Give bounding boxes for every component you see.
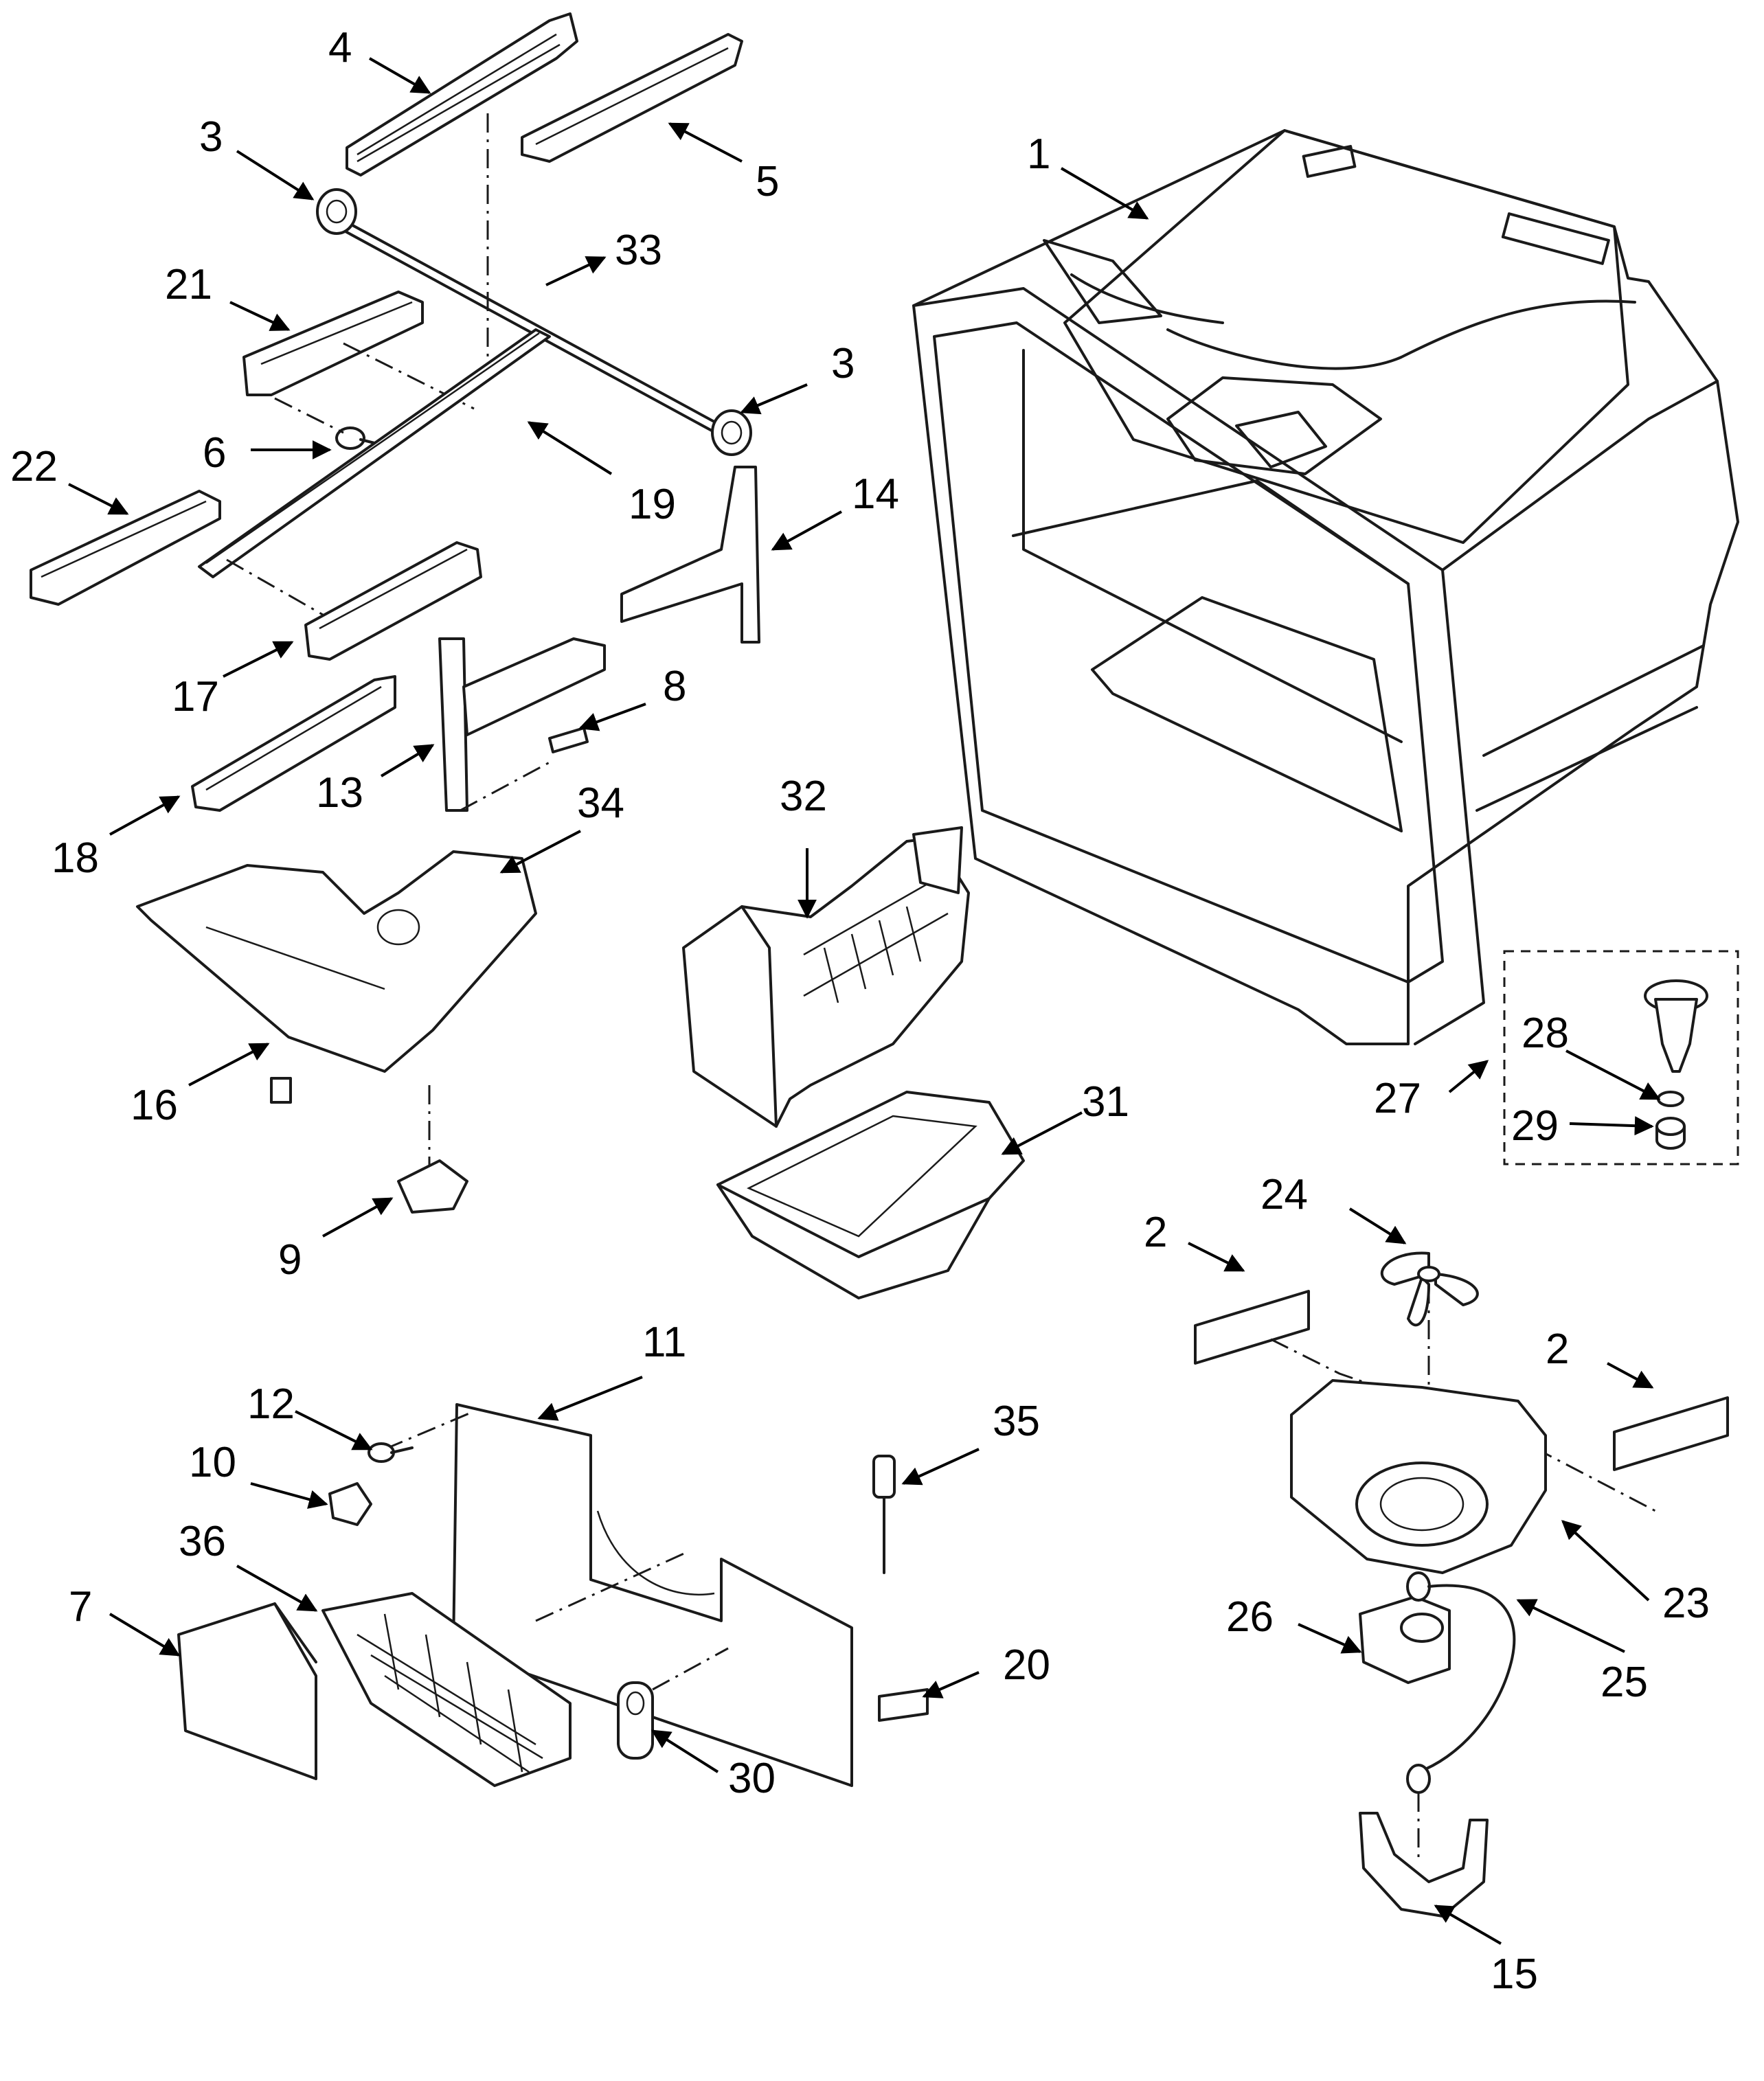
callout-30: 30 <box>728 1755 776 1802</box>
part-32-icemaker <box>682 826 970 1128</box>
part-34-shelf <box>136 850 537 1073</box>
part-5-track <box>521 33 743 163</box>
callout-12: 12 <box>247 1380 295 1428</box>
callout-3b: 3 <box>831 340 855 387</box>
leader-arrows <box>68 57 1661 1945</box>
callout-11: 11 <box>642 1319 686 1366</box>
part-36-grille <box>321 1592 572 1787</box>
part-2-pad-left <box>1194 1290 1310 1365</box>
part-20-strip <box>878 1688 929 1722</box>
part-30-damper <box>617 1681 654 1760</box>
callout-23: 23 <box>1662 1580 1710 1627</box>
callout-2a: 2 <box>1144 1209 1167 1256</box>
callout-3a: 3 <box>199 113 223 161</box>
callout-34: 34 <box>577 780 624 827</box>
callout-29: 29 <box>1511 1102 1559 1150</box>
callout-2b: 2 <box>1546 1326 1569 1373</box>
part-35-sensor <box>872 1455 896 1574</box>
callout-31: 31 <box>1082 1078 1129 1126</box>
part-24-fan <box>1380 1251 1479 1327</box>
callout-28: 28 <box>1522 1010 1569 1057</box>
callout-17: 17 <box>172 673 219 720</box>
callout-24: 24 <box>1260 1171 1308 1218</box>
part-4-track <box>346 12 578 177</box>
callout-14: 14 <box>852 470 899 518</box>
callout-35: 35 <box>993 1398 1040 1445</box>
part-21-bracket <box>242 291 424 396</box>
callout-16: 16 <box>131 1082 178 1129</box>
callout-7: 7 <box>69 1583 92 1630</box>
callout-27: 27 <box>1374 1075 1421 1122</box>
part-16-clip <box>270 1077 292 1104</box>
part-3-gear-right <box>711 409 752 456</box>
part-14-bracket <box>620 466 760 644</box>
part-10-thermistor <box>328 1482 372 1526</box>
callout-33: 33 <box>615 227 662 274</box>
callout-13: 13 <box>316 769 363 817</box>
part-19-rail <box>198 328 551 578</box>
part-22-rail <box>30 490 221 606</box>
part-17-bracket <box>304 541 482 661</box>
part-3-gear-left <box>316 188 357 235</box>
callout-1: 1 <box>1027 130 1050 178</box>
callout-22: 22 <box>10 443 58 490</box>
part-26-motor <box>1359 1595 1451 1684</box>
callout-19: 19 <box>629 481 676 528</box>
callout-32: 32 <box>780 773 827 820</box>
part-8-pin <box>548 727 589 753</box>
callout-6: 6 <box>203 429 226 477</box>
part-23-housing <box>1290 1379 1547 1574</box>
callout-36: 36 <box>179 1518 226 1565</box>
callout-18: 18 <box>52 834 99 882</box>
callout-26: 26 <box>1226 1593 1274 1641</box>
callout-15: 15 <box>1491 1951 1538 1998</box>
callout-9: 9 <box>278 1236 302 1284</box>
callout-20: 20 <box>1003 1641 1050 1689</box>
part-2-pad-right <box>1613 1396 1729 1471</box>
part-1-housing <box>912 129 1739 1045</box>
part-27-group-box <box>1503 950 1739 1165</box>
callout-4: 4 <box>328 24 352 71</box>
part-11-panel <box>452 1403 853 1787</box>
callout-21: 21 <box>165 261 212 308</box>
part-15-bracket <box>1359 1812 1489 1918</box>
callout-25: 25 <box>1601 1659 1648 1706</box>
part-12-screw <box>368 1442 414 1463</box>
part-31-bucket <box>716 1091 1025 1299</box>
part-29-seal <box>1655 1117 1686 1150</box>
callout-10: 10 <box>189 1439 236 1486</box>
callout-5: 5 <box>756 158 779 205</box>
part-6-screw <box>335 427 376 450</box>
part-25-wire <box>1406 1571 1516 1794</box>
part-7-cover <box>177 1602 317 1780</box>
part-28-filter <box>1644 979 1708 1107</box>
part-13-bracket <box>438 637 606 812</box>
part-18-bracket <box>191 675 396 812</box>
callout-8: 8 <box>663 663 686 710</box>
part-9-knob <box>397 1159 468 1214</box>
